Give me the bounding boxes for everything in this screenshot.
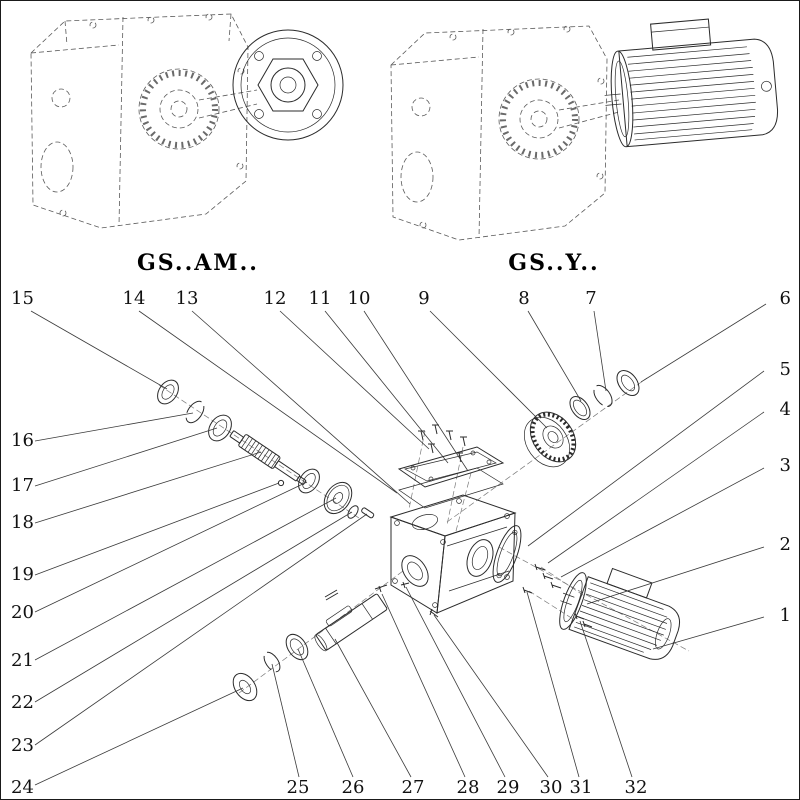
leader-line-4 — [547, 411, 765, 564]
leader-line-14 — [138, 310, 398, 494]
leader-line-25 — [271, 663, 300, 778]
gear-snap-ring — [593, 384, 613, 408]
worm-gear-wheel — [523, 411, 577, 468]
callout-number-12: 12 — [264, 288, 287, 309]
leader-line-1 — [652, 616, 765, 650]
leader-line-12 — [279, 310, 430, 450]
input-snap-ring — [185, 400, 205, 424]
dowel-pin — [277, 479, 285, 487]
callout-number-29: 29 — [497, 777, 520, 798]
callout-number-11: 11 — [309, 288, 332, 309]
gear-housing — [389, 494, 517, 614]
callout-number-2: 2 — [780, 534, 791, 555]
callout-number-32: 32 — [625, 777, 648, 798]
lower-flange-screws — [522, 586, 593, 628]
callout-number-8: 8 — [518, 288, 529, 309]
callout-number-6: 6 — [780, 288, 791, 309]
leader-line-2 — [586, 546, 765, 605]
leader-line-19 — [34, 482, 280, 576]
callout-number-27: 27 — [402, 777, 425, 798]
callout-number-30: 30 — [540, 777, 563, 798]
callout-number-1: 1 — [780, 605, 791, 626]
output-bearing — [285, 633, 309, 661]
callout-number-22: 22 — [11, 692, 34, 713]
callout-number-19: 19 — [11, 564, 34, 585]
input-bearing — [208, 414, 232, 442]
callout-number-9: 9 — [418, 288, 429, 309]
leader-line-20 — [34, 481, 308, 613]
callout-number-17: 17 — [11, 475, 34, 496]
leader-line-18 — [34, 451, 262, 524]
leader-line-23 — [34, 513, 368, 746]
callout-number-7: 7 — [585, 288, 596, 309]
leader-line-11 — [324, 310, 449, 464]
callout-number-4: 4 — [780, 399, 791, 420]
leader-line-27 — [334, 638, 412, 778]
leader-line-30 — [433, 614, 549, 778]
callout-number-3: 3 — [780, 455, 791, 476]
leader-line-32 — [579, 620, 633, 778]
gearbox-housing-am-drawing — [30, 13, 258, 229]
leader-line-5 — [527, 370, 765, 547]
input-bearing-2 — [298, 468, 320, 494]
output-flange-am-drawing — [232, 29, 344, 141]
callout-number-5: 5 — [780, 359, 791, 380]
callout-number-13: 13 — [176, 288, 199, 309]
callout-number-23: 23 — [11, 735, 34, 756]
callout-number-18: 18 — [11, 512, 34, 533]
leader-line-29 — [405, 586, 506, 778]
leader-line-21 — [34, 497, 337, 661]
callout-number-24: 24 — [11, 777, 34, 798]
output-seal-washer — [232, 672, 258, 702]
leader-line-10 — [363, 310, 469, 472]
callout-number-31: 31 — [570, 777, 593, 798]
output-shaft — [314, 593, 388, 652]
callout-number-25: 25 — [287, 777, 310, 798]
gearbox-housing-y-drawing — [390, 25, 620, 241]
small-o-ring — [347, 505, 359, 519]
assembly-axis-lines — [158, 377, 690, 694]
leader-line-3 — [560, 467, 765, 578]
output-snap-ring — [263, 651, 281, 673]
callout-number-10: 10 — [348, 288, 371, 309]
leader-line-16 — [34, 412, 194, 442]
gear-seal-ring — [616, 369, 640, 397]
top-cover-plate — [397, 446, 505, 488]
callout-number-16: 16 — [11, 430, 34, 451]
callout-number-28: 28 — [457, 777, 480, 798]
thrust-washer-disc — [323, 481, 353, 515]
leader-line-17 — [34, 427, 218, 487]
exploded-view — [157, 369, 690, 702]
leader-line-8 — [527, 310, 582, 402]
flange-screws — [534, 563, 562, 589]
callout-number-15: 15 — [11, 288, 34, 309]
leader-line-22 — [34, 511, 353, 703]
callout-number-14: 14 — [123, 288, 146, 309]
electric-motor — [559, 567, 681, 660]
leader-line-24 — [34, 687, 244, 786]
cover-gasket — [398, 467, 504, 509]
leader-line-28 — [381, 593, 466, 778]
input-seal-ring — [157, 379, 179, 405]
callout-number-20: 20 — [11, 602, 34, 623]
leader-line-7 — [593, 310, 607, 392]
leader-line-15 — [30, 310, 168, 390]
variant-label-am: GS..AM.. — [137, 250, 259, 276]
motor-drawing-y — [604, 18, 779, 148]
leader-line-6 — [640, 303, 767, 383]
housing-front-fasteners — [324, 581, 439, 618]
worm-shaft — [229, 430, 307, 485]
leader-line-13 — [191, 310, 411, 505]
gear-spacer-ring — [569, 395, 591, 421]
variant-label-y: GS..Y.. — [508, 250, 599, 276]
callout-number-26: 26 — [342, 777, 365, 798]
leader-line-31 — [526, 591, 580, 778]
motor-flange-oring — [492, 525, 522, 583]
leader-line-26 — [297, 648, 354, 778]
callout-number-21: 21 — [11, 650, 34, 671]
leader-line-9 — [429, 310, 548, 429]
